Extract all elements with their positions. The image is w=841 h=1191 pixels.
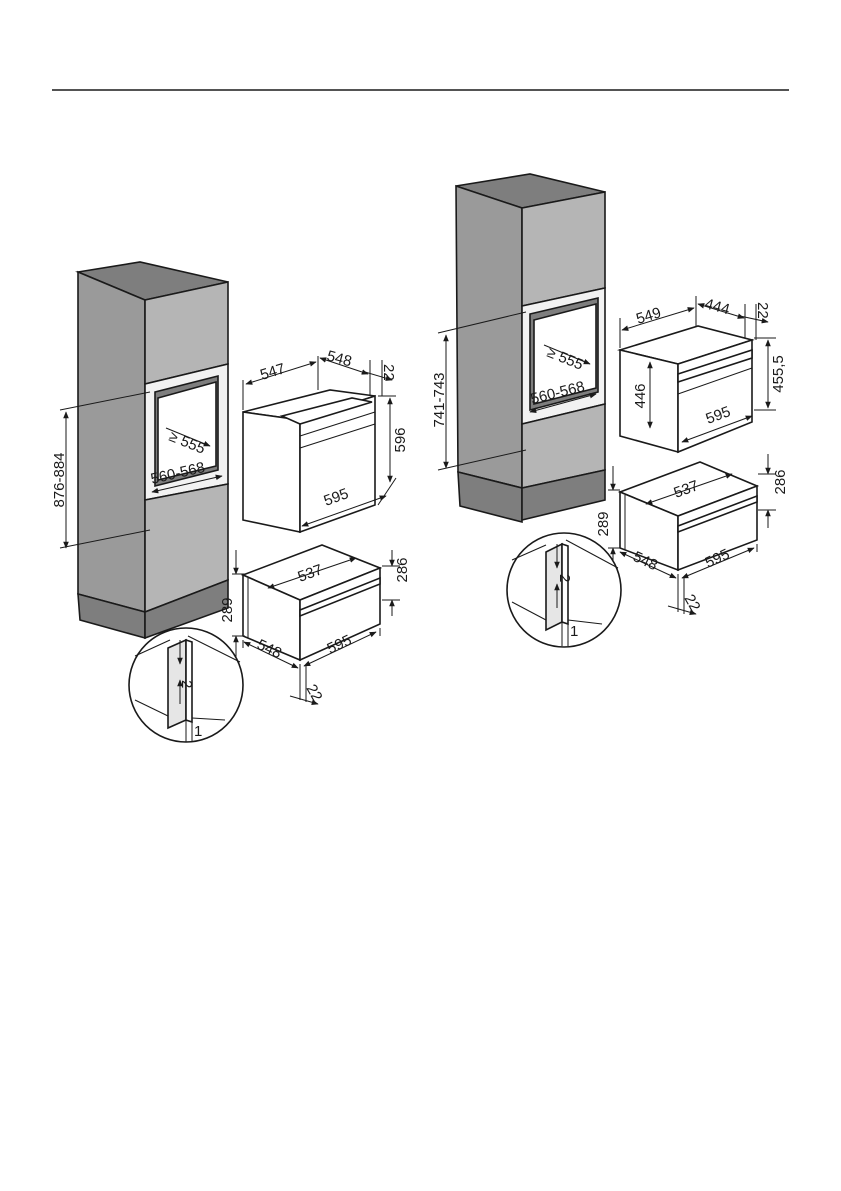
right-compact-front-gap-label: 22: [754, 302, 771, 319]
right-compact-depth-body-label: 444: [703, 295, 732, 318]
left-oven: [243, 390, 375, 532]
right-compact-height-body-label: 446: [632, 383, 649, 408]
right-drawer-height-total-label: 289: [595, 511, 612, 536]
right-detail-gap-top-label: 2: [556, 574, 573, 582]
left-cabinet: [78, 262, 228, 638]
left-detail-gap-top-label: 2: [178, 680, 195, 688]
left-oven-height-label: 596: [392, 427, 409, 452]
right-cabinet: [456, 174, 605, 522]
left-drawer-height-total-label: 289: [219, 597, 236, 622]
right-niche-height-label: 741-743: [431, 372, 448, 427]
right-compact-depth-total-label: 549: [634, 304, 663, 328]
right-detail-circle: [507, 533, 621, 647]
left-oven-front-gap-label: 22: [380, 364, 397, 381]
left-oven-depth-total-label: 547: [258, 360, 287, 384]
right-compact-height-total-label: 455,5: [770, 355, 787, 393]
left-niche-height-label: 876-884: [51, 452, 68, 507]
left-oven-depth-body-label: 548: [325, 347, 354, 370]
right-drawer-height-front-label: 286: [772, 469, 789, 494]
left-drawer-height-front-label: 286: [394, 557, 411, 582]
right-detail-gap-bottom-label: 1: [570, 623, 578, 640]
left-detail-gap-bottom-label: 1: [194, 723, 202, 740]
